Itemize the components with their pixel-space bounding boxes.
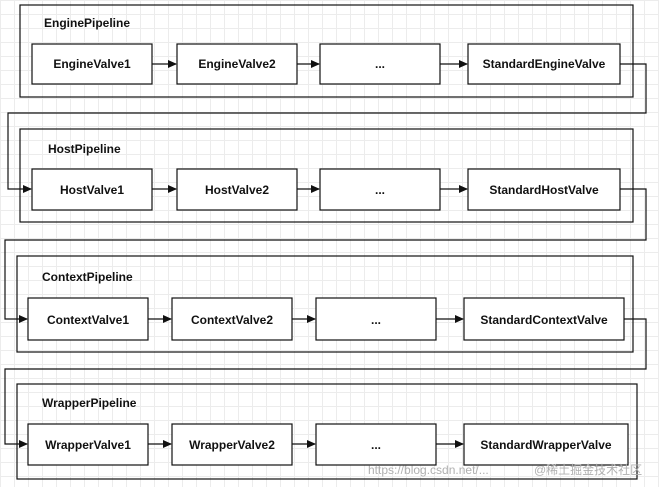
valve-box <box>467 43 621 85</box>
pipeline-box <box>16 383 638 480</box>
connector-arrow <box>7 63 647 193</box>
pipeline-box <box>19 128 634 223</box>
valve-label: StandardWrapperValve <box>480 438 611 452</box>
valve-label: StandardContextValve <box>480 313 608 327</box>
pipeline-title: ContextPipeline <box>42 270 133 284</box>
valve-box <box>467 168 621 211</box>
watermark-url: https://blog.csdn.net/... <box>368 463 489 477</box>
valve-label: ... <box>375 57 385 71</box>
valve-label: WrapperValve2 <box>189 438 275 452</box>
valve-box <box>319 168 441 211</box>
watermark-brand: @稀土掘金技术社区 <box>534 462 642 477</box>
valve-label: WrapperValve1 <box>45 438 131 452</box>
valve-box <box>176 168 298 211</box>
valve-box <box>315 297 437 341</box>
connector-arrow <box>4 188 647 323</box>
valve-box <box>31 43 153 85</box>
valve-box <box>27 297 149 341</box>
valve-label: ... <box>375 183 385 197</box>
valve-label: HostValve1 <box>60 183 124 197</box>
valve-label: StandardHostValve <box>489 183 599 197</box>
valve-label: ContextValve1 <box>47 313 129 327</box>
valve-label: EngineValve1 <box>53 57 131 71</box>
valve-label: StandardEngineValve <box>483 57 606 71</box>
connector-arrow <box>4 318 647 448</box>
valve-label: ... <box>371 438 381 452</box>
valve-label: HostValve2 <box>205 183 269 197</box>
valve-box <box>315 423 437 466</box>
valve-label: ... <box>371 313 381 327</box>
pipeline-title: HostPipeline <box>48 142 121 156</box>
valve-box <box>176 43 298 85</box>
pipeline-title: WrapperPipeline <box>42 396 137 410</box>
pipeline-title: EnginePipeline <box>44 16 130 30</box>
pipeline-host: HostPipeline HostValve1 HostValve2 ... S… <box>19 128 634 223</box>
pipeline-context: ContextPipeline ContextValve1 ContextVal… <box>16 255 634 353</box>
valve-box <box>463 297 625 341</box>
valve-box <box>171 423 293 466</box>
valve-box <box>463 423 629 466</box>
pipeline-box <box>16 255 634 353</box>
pipeline-engine: EnginePipeline EngineValve1 EngineValve2… <box>19 4 634 98</box>
pipeline-box <box>19 4 634 98</box>
valve-box <box>171 297 293 341</box>
valve-label: EngineValve2 <box>198 57 276 71</box>
valve-box <box>31 168 153 211</box>
pipeline-wrapper: WrapperPipeline WrapperValve1 WrapperVal… <box>16 383 638 480</box>
valve-label: ContextValve2 <box>191 313 273 327</box>
